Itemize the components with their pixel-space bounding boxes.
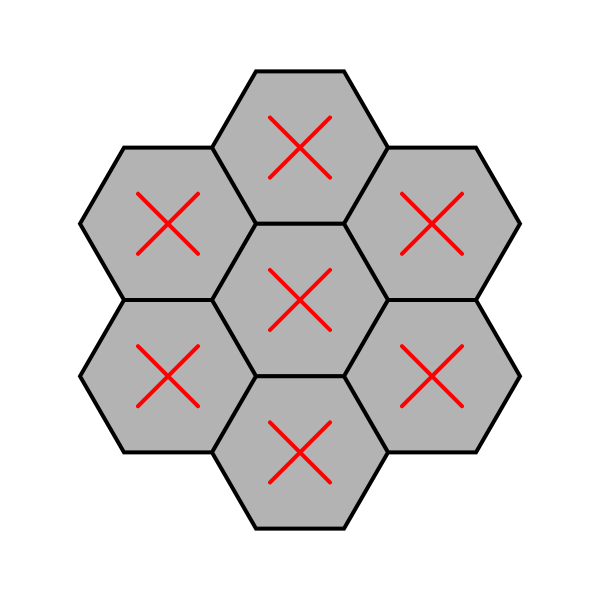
x-mark-icon bbox=[268, 115, 332, 180]
x-mark-icon bbox=[136, 191, 200, 256]
x-mark-stroke bbox=[400, 191, 464, 256]
hex-cells-layer bbox=[77, 69, 523, 531]
x-mark-stroke bbox=[268, 268, 332, 332]
hex-cell-lower-left[interactable] bbox=[77, 298, 259, 455]
x-mark-icon bbox=[400, 344, 464, 409]
x-mark-icon bbox=[268, 268, 332, 332]
x-mark-stroke bbox=[268, 420, 332, 485]
hex-cell-bottom[interactable] bbox=[209, 374, 391, 531]
x-mark-stroke bbox=[136, 344, 200, 409]
x-mark-stroke bbox=[400, 344, 464, 409]
x-mark-icon bbox=[400, 191, 464, 256]
x-mark-icon bbox=[136, 344, 200, 409]
x-mark-stroke bbox=[268, 115, 332, 180]
x-mark-stroke bbox=[136, 191, 200, 256]
x-mark-icon bbox=[268, 420, 332, 485]
